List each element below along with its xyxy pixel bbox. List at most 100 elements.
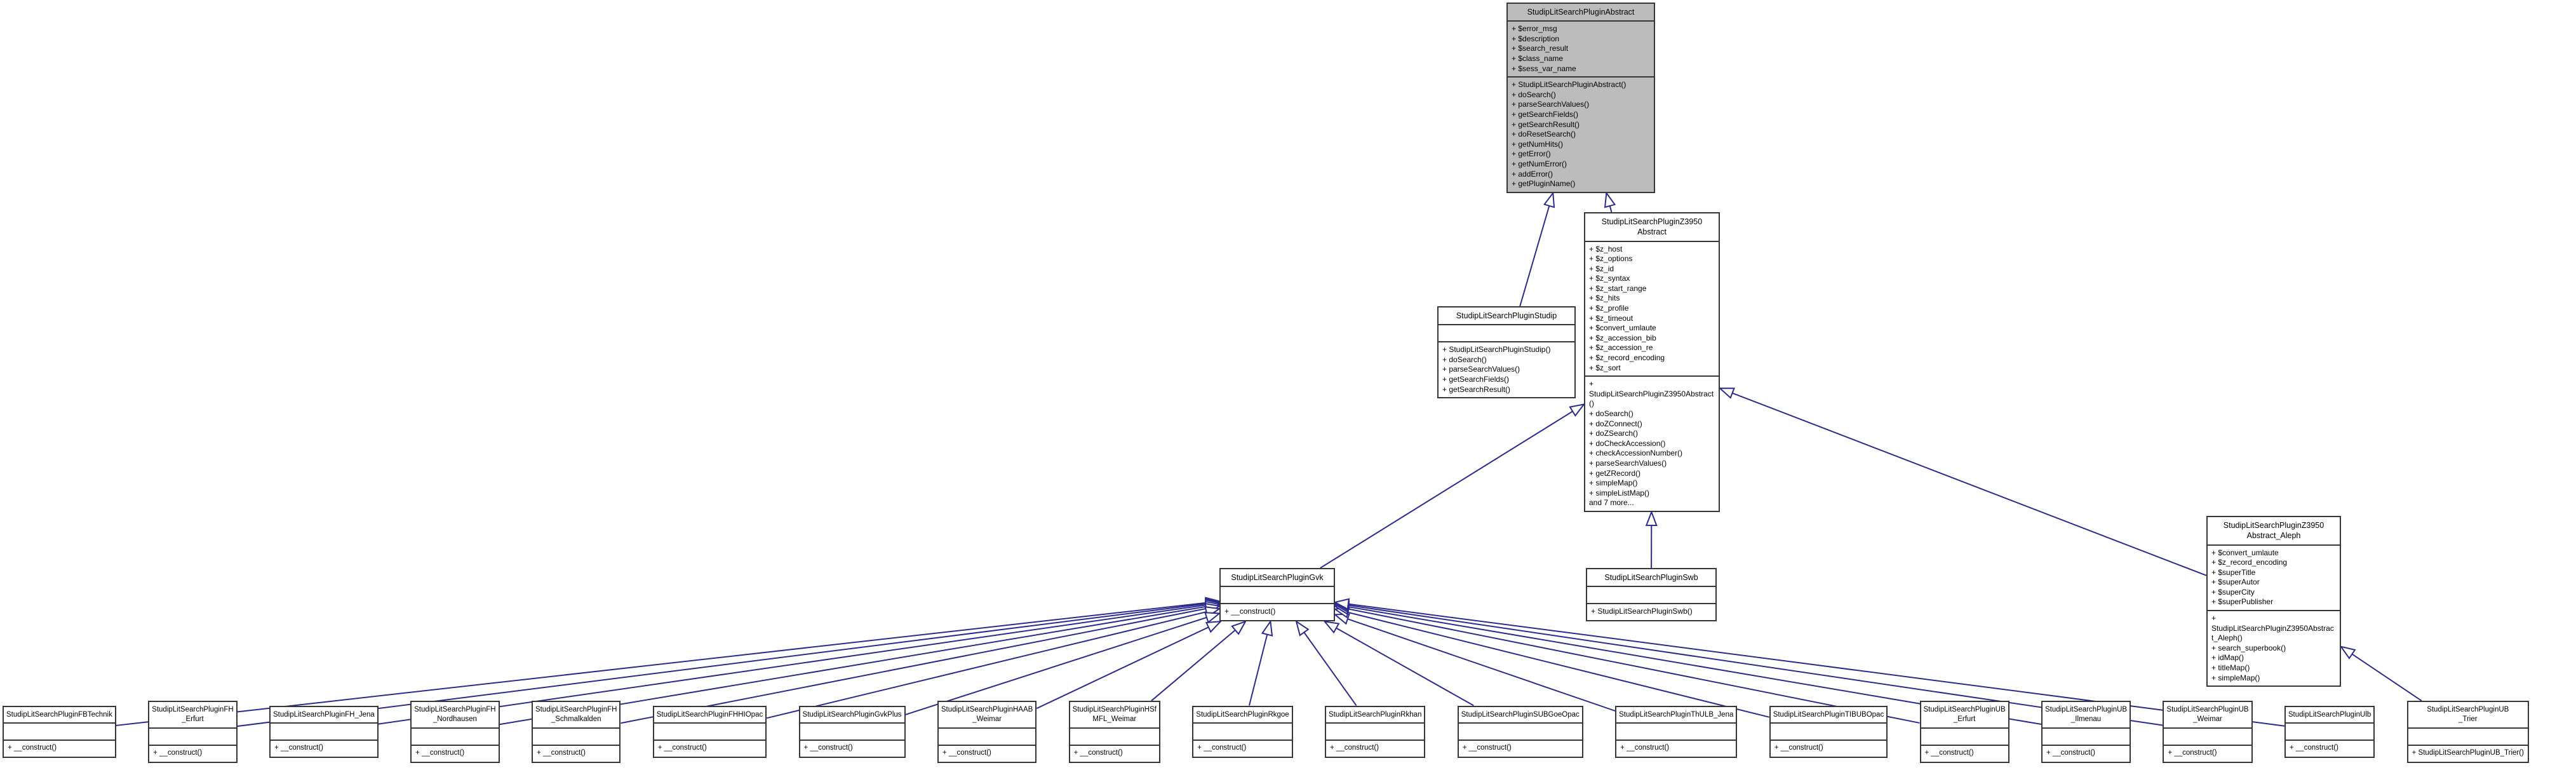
class-node-fhhiopac[interactable]: StudipLitSearchPluginFHHIOpac + __constr… xyxy=(652,705,767,759)
class-methods: + __construct() xyxy=(536,748,586,757)
class-node-hsfmfl-weimar[interactable]: StudipLitSearchPluginHSf MFL_Weimar + __… xyxy=(1068,701,1160,763)
inheritance-edge-rkhan-to-gvk xyxy=(1295,619,1357,706)
class-attributes xyxy=(1326,724,1425,741)
inheritance-edge-studip-to-abstract xyxy=(1519,191,1555,307)
class-node-ub-trier[interactable]: StudipLitSearchPluginUB _Trier + StudipL… xyxy=(2406,701,2529,763)
class-methods: + StudipLitSearchPluginUB_Trier() xyxy=(2412,748,2524,757)
class-title: StudipLitSearchPluginAbstract xyxy=(1508,4,1654,22)
class-node-tibubopac[interactable]: StudipLitSearchPluginTIBUBOpac + __const… xyxy=(1769,705,1888,759)
class-methods: + __construct() xyxy=(1330,744,1379,752)
class-methods: + __construct() xyxy=(1462,744,1512,752)
class-attributes xyxy=(800,724,904,741)
class-node-gvkplus[interactable]: StudipLitSearchPluginGvkPlus + __constru… xyxy=(798,705,906,759)
class-methods: + __construct() xyxy=(657,744,707,752)
class-attributes xyxy=(2408,729,2528,746)
class-node-haab-weimar[interactable]: StudipLitSearchPluginHAAB _Weimar + __co… xyxy=(937,701,1037,763)
class-node-fh-erfurt[interactable]: StudipLitSearchPluginFH _Erfurt + __cons… xyxy=(148,701,238,763)
class-attributes xyxy=(1221,587,1334,605)
class-attributes xyxy=(4,724,115,741)
class-title: StudipLitSearchPluginGvk xyxy=(1221,569,1334,588)
class-title: StudipLitSearchPluginUlb xyxy=(2285,707,2374,724)
leaf-subclass-row: StudipLitSearchPluginFBTechnik + __const… xyxy=(3,695,2529,769)
class-node-thulb-jena[interactable]: StudipLitSearchPluginThULB_Jena + __cons… xyxy=(1615,705,1738,759)
class-node-z3950-abstract-aleph[interactable]: StudipLitSearchPluginZ3950 Abstract_Alep… xyxy=(2206,516,2341,687)
class-node-fh-nordhausen[interactable]: StudipLitSearchPluginFH _Nordhausen + __… xyxy=(410,701,500,763)
class-attributes: + $z_host + $z_options + $z_id + $z_synt… xyxy=(1585,242,1719,377)
class-title: StudipLitSearchPluginRkhan xyxy=(1326,707,1425,724)
class-attributes: + $error_msg + $description + $search_re… xyxy=(1508,22,1654,78)
class-attributes xyxy=(2042,729,2130,746)
class-methods: + __construct() xyxy=(415,748,465,757)
class-attributes xyxy=(2285,724,2374,741)
class-node-fh-schmalkalden[interactable]: StudipLitSearchPluginFH _Schmalkalden + … xyxy=(531,701,621,763)
class-methods: + __construct() xyxy=(2289,744,2338,752)
class-node-ub-ilmenau[interactable]: StudipLitSearchPluginUB _Ilmenau + __con… xyxy=(2041,701,2131,763)
class-methods: + __construct() xyxy=(1620,744,1670,752)
class-title: StudipLitSearchPluginHAAB _Weimar xyxy=(938,702,1036,729)
class-node-swb[interactable]: StudipLitSearchPluginSwb + StudipLitSear… xyxy=(1586,568,1717,622)
class-methods: + __construct() xyxy=(803,744,853,752)
class-title: StudipLitSearchPluginHSf MFL_Weimar xyxy=(1070,702,1159,729)
inheritance-edge-subgoeopac-to-gvk xyxy=(1323,620,1474,706)
class-node-ub-erfurt[interactable]: StudipLitSearchPluginUB _Erfurt + __cons… xyxy=(1919,701,2009,763)
class-title: StudipLitSearchPluginRkgoe xyxy=(1193,707,1292,724)
inheritance-edge-gvk-to-z3950_abstract xyxy=(1320,403,1586,569)
class-attributes xyxy=(1587,587,1715,605)
class-methods: + __construct() xyxy=(1073,748,1123,757)
class-title: StudipLitSearchPluginSUBGoeOpac xyxy=(1458,707,1582,724)
class-node-rkhan[interactable]: StudipLitSearchPluginRkhan + __construct… xyxy=(1325,705,1426,759)
class-title: StudipLitSearchPluginFH_Jena xyxy=(270,707,377,724)
class-node-gvk[interactable]: StudipLitSearchPluginGvk + __construct() xyxy=(1219,568,1335,622)
class-methods: + StudipLitSearchPluginZ3950Abstract() +… xyxy=(1589,379,1714,508)
class-methods: + StudipLitSearchPluginSwb() xyxy=(1591,607,1693,616)
class-title: StudipLitSearchPluginUB _Erfurt xyxy=(1921,702,2008,729)
class-attributes xyxy=(1439,325,1574,343)
class-methods: + StudipLitSearchPluginZ3950Abstract_Ale… xyxy=(2211,614,2334,682)
class-methods: + __construct() xyxy=(2168,748,2217,757)
class-title: StudipLitSearchPluginThULB_Jena xyxy=(1616,707,1736,724)
class-attributes xyxy=(1770,724,1887,741)
class-attributes xyxy=(1193,724,1292,741)
class-node-subgoeopac[interactable]: StudipLitSearchPluginSUBGoeOpac + __cons… xyxy=(1457,705,1583,759)
class-title: StudipLitSearchPluginZ3950 Abstract xyxy=(1585,213,1719,242)
class-title: StudipLitSearchPluginTIBUBOpac xyxy=(1770,707,1887,724)
class-attributes xyxy=(532,729,620,746)
class-attributes xyxy=(2164,729,2251,746)
class-methods: + __construct() xyxy=(1197,744,1247,752)
class-title: StudipLitSearchPluginFH _Erfurt xyxy=(149,702,236,729)
inheritance-edge-ub_trier-to-aleph xyxy=(2339,645,2422,701)
class-attributes xyxy=(1458,724,1582,741)
class-node-studip-lit-search-plugin-abstract[interactable]: StudipLitSearchPluginAbstract + $error_m… xyxy=(1506,3,1655,193)
class-title: StudipLitSearchPluginFH _Schmalkalden xyxy=(532,702,620,729)
inheritance-edge-rkgoe-to-gvk xyxy=(1248,619,1273,706)
class-node-fbtechnik[interactable]: StudipLitSearchPluginFBTechnik + __const… xyxy=(3,705,116,759)
inheritance-edge-hsfmfl_weimar-to-gvk xyxy=(1151,620,1247,701)
class-node-ub-weimar[interactable]: StudipLitSearchPluginUB _Weimar + __cons… xyxy=(2163,701,2253,763)
class-title: StudipLitSearchPluginFHHIOpac xyxy=(654,707,766,724)
class-node-rkgoe[interactable]: StudipLitSearchPluginRkgoe + __construct… xyxy=(1192,705,1293,759)
class-node-z3950-abstract[interactable]: StudipLitSearchPluginZ3950 Abstract + $z… xyxy=(1584,212,1720,512)
class-title: StudipLitSearchPluginUB _Ilmenau xyxy=(2042,702,2130,729)
class-attributes xyxy=(1070,729,1159,746)
class-methods: + StudipLitSearchPluginAbstract() + doSe… xyxy=(1512,80,1627,189)
class-attributes xyxy=(1616,724,1736,741)
class-attributes xyxy=(1921,729,2008,746)
class-title: StudipLitSearchPluginFBTechnik xyxy=(4,707,115,724)
class-methods: + __construct() xyxy=(1924,748,1974,757)
class-attributes xyxy=(938,729,1036,746)
class-methods: + __construct() xyxy=(274,744,324,752)
inheritance-edge-z3950_abstract-to-abstract xyxy=(1604,191,1616,213)
class-node-ulb[interactable]: StudipLitSearchPluginUlb + __construct() xyxy=(2284,705,2375,759)
class-node-fh-jena[interactable]: StudipLitSearchPluginFH_Jena + __constru… xyxy=(269,705,379,759)
class-methods: + __construct() xyxy=(8,744,57,752)
class-title: StudipLitSearchPluginUB _Weimar xyxy=(2164,702,2251,729)
class-methods: + __construct() xyxy=(942,748,991,757)
class-methods: + __construct() xyxy=(1224,607,1276,616)
class-node-studip[interactable]: StudipLitSearchPluginStudip + StudipLitS… xyxy=(1437,306,1576,399)
class-title: StudipLitSearchPluginGvkPlus xyxy=(800,707,904,724)
class-methods: + StudipLitSearchPluginStudip() + doSear… xyxy=(1442,345,1551,394)
class-methods: + __construct() xyxy=(1774,744,1823,752)
class-title: StudipLitSearchPluginStudip xyxy=(1439,307,1574,326)
